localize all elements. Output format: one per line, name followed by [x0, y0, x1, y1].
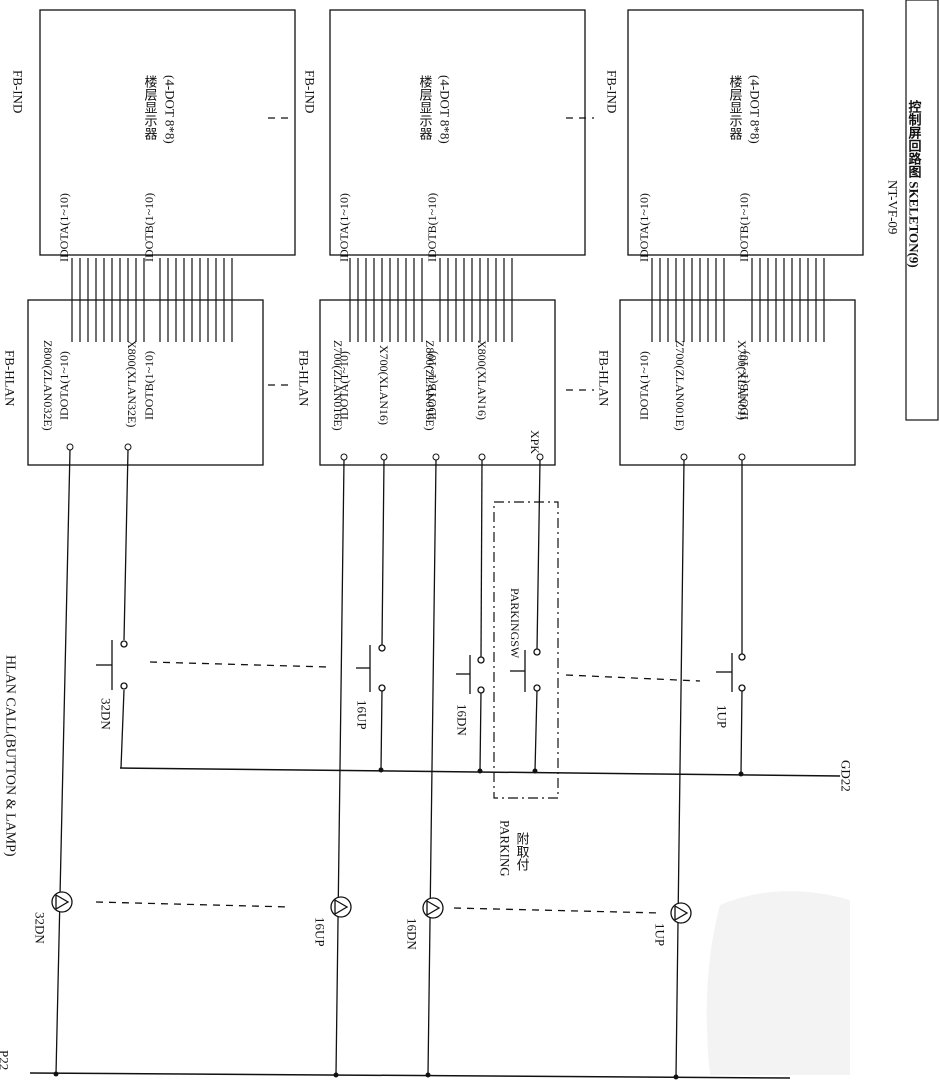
lamp-32dn [51, 891, 73, 913]
terminal [340, 453, 348, 461]
pin-x800-1: X800(XLAN32E) [125, 340, 139, 427]
drawing-title: 控制屏回路图 SKELETON(9) [907, 99, 922, 267]
ind-display-text-1: 楼层显示器 [143, 75, 158, 141]
hlan-conn-b-3: IDOTB(1~10) [737, 351, 751, 420]
fb-ind-label-2: FB-IND [303, 70, 318, 113]
button-label-32dn: 32DN [99, 698, 114, 730]
gd22-label: GD22 [839, 760, 854, 792]
fb-hlan-box-2 [319, 299, 556, 466]
parking-frame [493, 501, 559, 799]
board-3: FB-IND 楼层显示器 (4-DOT 8*8) IDOTA(1~10) IDO… [597, 9, 864, 466]
terminal [432, 453, 440, 461]
ind-display-text-2: 楼层显示器 [418, 75, 433, 141]
push-button-1up [716, 653, 746, 692]
title-block: NT-VF-09 控制屏回路图 SKELETON(9) [886, 0, 939, 421]
lamp-16dn [422, 897, 444, 919]
fb-hlan-label-3: FB-HLAN [597, 350, 612, 407]
hlan-conn-b-2: IDOTB(1~10) [425, 351, 439, 420]
pin-x700-2: X700(XLAN16) [377, 345, 391, 425]
ind-conn-a-1: IDOTA(1~10) [57, 193, 71, 262]
button-label-16up: 16UP [355, 700, 370, 730]
fb-hlan-box-1 [27, 299, 264, 466]
fb-ind-box-3 [627, 9, 864, 256]
ind-display-spec-3: (4-DOT 8*8) [748, 75, 763, 144]
fb-ind-label-1: FB-IND [11, 70, 26, 113]
fb-ind-box-2 [329, 9, 586, 256]
parking-note-2: 附取付 [515, 832, 530, 871]
lamp-label-32dn: 32DN [33, 912, 48, 944]
terminal [380, 453, 388, 461]
board-2: FB-IND 楼层显示器 (4-DOT 8*8) IDOTA(1~10) IDO… [297, 9, 586, 466]
push-button-16up [356, 644, 386, 692]
lamp-label-16up: 16UP [313, 917, 328, 947]
lamp-16up [330, 896, 352, 918]
ind-conn-b-3: IDOTB(1~10) [737, 193, 751, 262]
ind-display-spec-2: (4-DOT 8*8) [438, 75, 453, 144]
lamp-1up [670, 902, 692, 924]
p22-label: P22 [0, 1050, 12, 1070]
button-label-16dn: 16DN [455, 704, 470, 736]
fb-hlan-label-2: FB-HLAN [297, 350, 312, 407]
pin-z800-1: Z800(ZLAN032E) [41, 340, 55, 431]
terminal [680, 453, 688, 461]
parking-note-1: PARKING [498, 820, 513, 877]
pin-x800-2: X800(XLAN16) [475, 340, 489, 420]
ind-conn-a-2: IDOTA(1~10) [337, 193, 351, 262]
parking-switch [510, 648, 541, 692]
pin-z800-2: Z800(ZLAN016E) [423, 340, 437, 431]
terminal [478, 453, 486, 461]
terminal [536, 453, 544, 461]
ind-conn-a-3: IDOTA(1~10) [637, 193, 651, 262]
section-title: HLAN CALL(BUTTON & LAMP) [3, 655, 18, 857]
continuation-dashes [95, 117, 701, 914]
ind-conn-b-2: IDOTB(1~10) [425, 193, 439, 262]
hlan-conn-b-1: IDOTB(1~10) [142, 351, 156, 420]
fb-ind-box-1 [39, 9, 296, 256]
board-1: FB-IND 楼层显示器 (4-DOT 8*8) IDOTA(1~10) IDO… [3, 9, 296, 466]
button-label-1up: 1UP [715, 705, 730, 728]
push-button-16dn [456, 655, 485, 694]
p22-rail [29, 1072, 791, 1079]
fb-hlan-label-1: FB-HLAN [3, 350, 18, 407]
ind-conn-b-1: IDOTB(1~10) [142, 193, 156, 262]
hlan-conn-a-1: IDOTA(1~10) [57, 351, 71, 420]
fb-ind-label-3: FB-IND [605, 70, 620, 113]
wires [55, 449, 743, 1078]
terminal [124, 443, 132, 451]
parking-switch-label: PARKINGSW [508, 588, 522, 659]
drawing-code: NT-VF-09 [886, 180, 901, 234]
pin-z700-3: Z700(ZLAN001E) [673, 340, 687, 431]
fb-hlan-box-3 [619, 299, 856, 466]
lamp-label-1up: 1UP [653, 923, 668, 946]
ind-display-spec-1: (4-DOT 8*8) [163, 75, 178, 144]
pin-x700-3: X700(XLAN01) [735, 340, 749, 420]
pin-z700-2: Z700(ZLAN016E) [331, 340, 345, 431]
watermark-seal [706, 891, 850, 1075]
hlan-conn-a-2: IDOTA(1~10) [337, 351, 351, 420]
ind-display-text-3: 楼层显示器 [728, 75, 743, 141]
lamp-label-16dn: 16DN [405, 918, 420, 950]
junctions [53, 767, 744, 1080]
terminal [738, 453, 746, 461]
push-button-32dn [96, 640, 128, 690]
hlan-conn-a-3: IDOTA(1~10) [637, 351, 651, 420]
terminal [66, 443, 74, 451]
pin-xpk-2: XPK [528, 430, 542, 454]
